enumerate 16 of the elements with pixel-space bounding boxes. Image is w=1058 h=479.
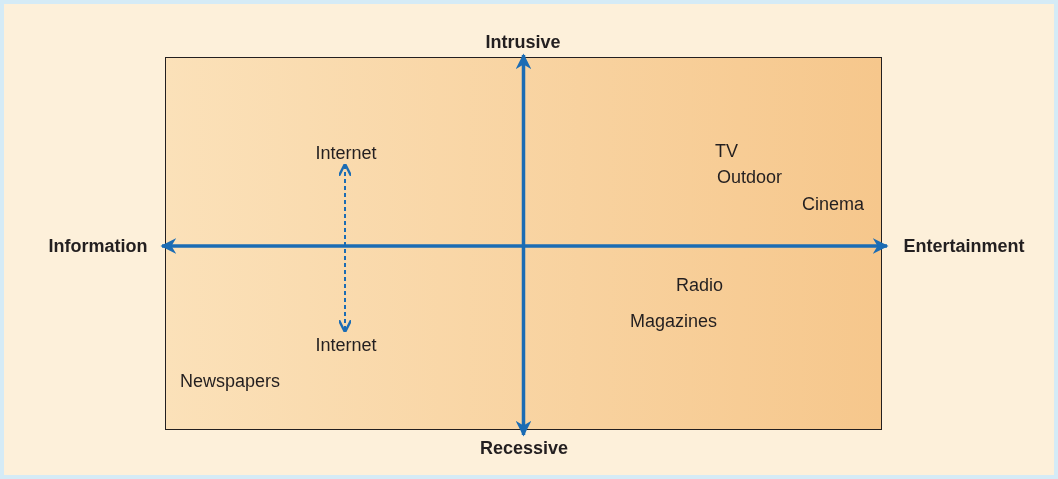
map-panel (165, 57, 882, 430)
media-label: Cinema (802, 193, 865, 215)
axis-label: Recessive (468, 437, 580, 459)
axis-arrow (160, 238, 889, 254)
media-label: Magazines (630, 310, 718, 332)
media-label: Outdoor (717, 166, 783, 188)
dashed-arrow (337, 162, 353, 334)
media-label: Newspapers (180, 370, 281, 392)
media-label: Internet (304, 142, 388, 164)
axis-label: Entertainment (889, 235, 1039, 257)
media-label: TV (715, 140, 738, 162)
axis-label: Intrusive (473, 31, 573, 53)
axis-label: Information (36, 235, 160, 257)
axis-arrow (515, 53, 532, 437)
media-label: Internet (304, 334, 388, 356)
media-label: Radio (676, 274, 724, 296)
